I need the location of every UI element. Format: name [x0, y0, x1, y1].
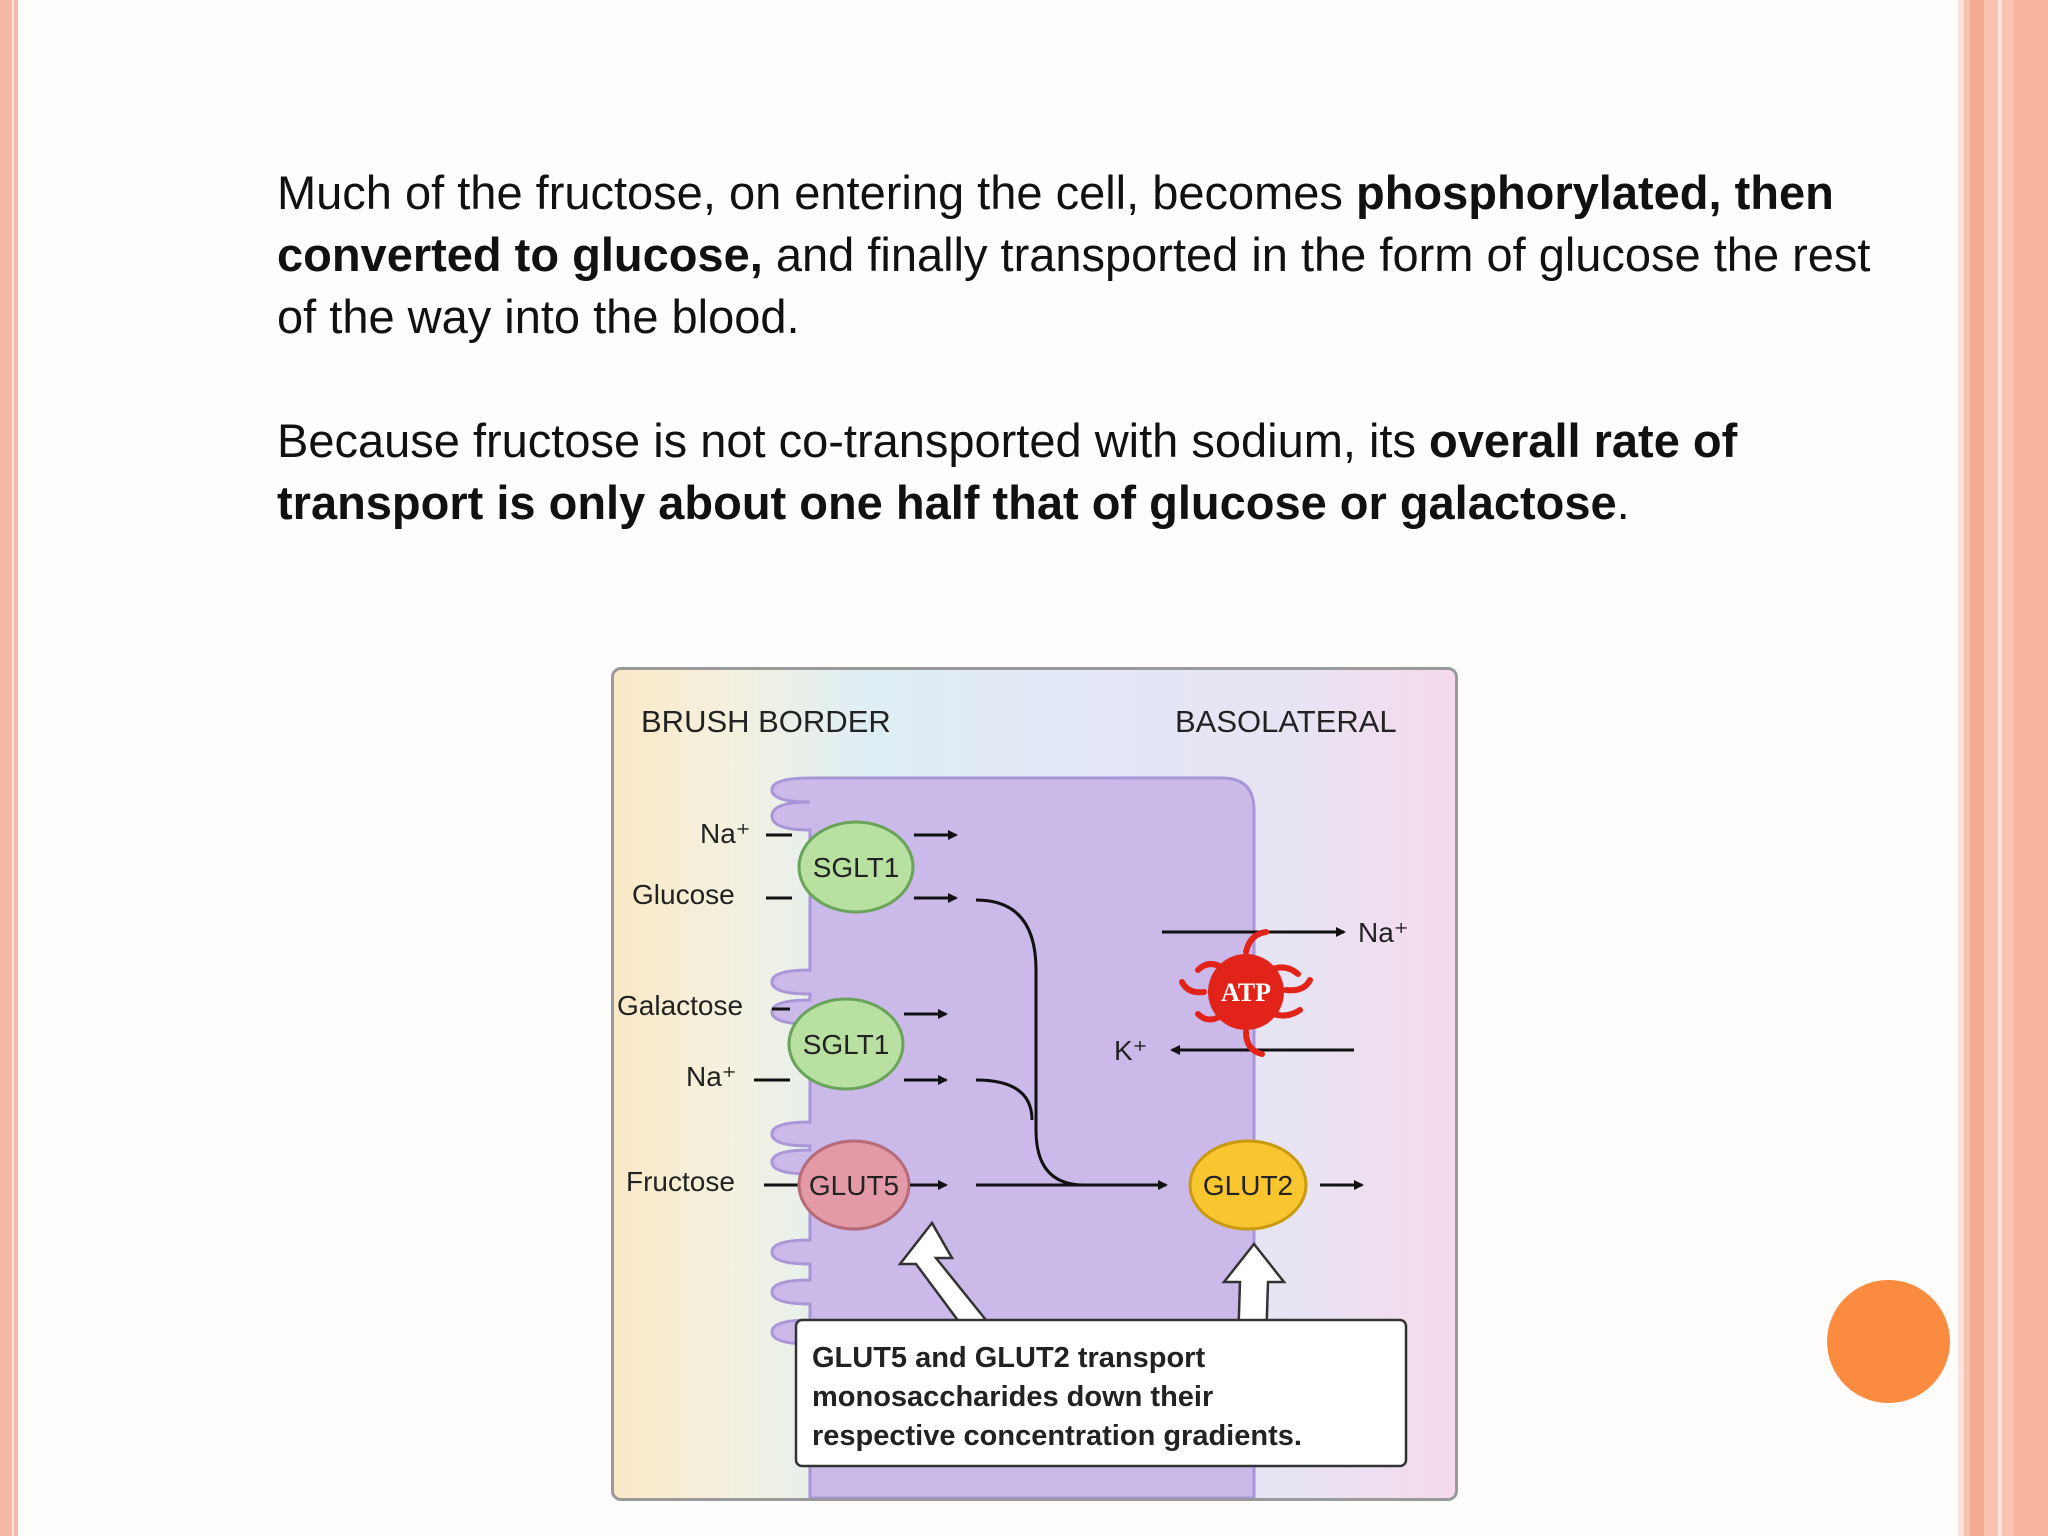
galactose-label: Galactose	[617, 990, 743, 1021]
sglt1-label-bottom: SGLT1	[803, 1029, 890, 1060]
atp-circle	[1208, 954, 1284, 1030]
fructose-label: Fructose	[626, 1166, 735, 1197]
sglt1-label-top: SGLT1	[813, 852, 900, 883]
paragraph-1: Much of the fructose, on entering the ce…	[277, 166, 1871, 343]
callout-line-3: respective concentration gradients.	[812, 1420, 1302, 1452]
na-label-bottom: Na⁺	[686, 1061, 737, 1092]
diagram-svg: BRUSH BORDER BASOLATERAL Na⁺ Glucose SGL…	[617, 704, 1409, 1498]
na-label-top: Na⁺	[700, 818, 751, 849]
glut5-transporter	[797, 1139, 911, 1231]
na-out-label: Na⁺	[1358, 917, 1409, 948]
callout-line-2: monosaccharides down their	[812, 1381, 1213, 1413]
paragraph-2: Because fructose is not co-transported w…	[277, 414, 1738, 529]
transport-diagram: BRUSH BORDER BASOLATERAL Na⁺ Glucose SGL…	[611, 667, 1458, 1501]
right-border-band	[1958, 0, 2048, 1536]
callout-line-1: GLUT5 and GLUT2 transport	[812, 1342, 1205, 1374]
glut2-transporter	[1188, 1139, 1308, 1231]
sglt1-transporter-bottom	[787, 997, 905, 1091]
slide-text: Much of the fructose, on entering the ce…	[277, 162, 1897, 534]
callout-box	[794, 1318, 1408, 1468]
glut2-label: GLUT2	[1203, 1170, 1293, 1201]
sglt1-transporter-top	[797, 820, 915, 914]
atp-label: ATP	[1221, 978, 1271, 1007]
glut5-label: GLUT5	[809, 1170, 899, 1201]
k-in-label: K⁺	[1114, 1035, 1147, 1066]
brush-border-label: BRUSH BORDER	[641, 704, 891, 739]
left-border-stripe	[0, 0, 18, 1536]
decorative-orange-circle	[1827, 1280, 1950, 1403]
basolateral-label: BASOLATERAL	[1175, 704, 1397, 739]
glucose-label: Glucose	[632, 879, 735, 910]
